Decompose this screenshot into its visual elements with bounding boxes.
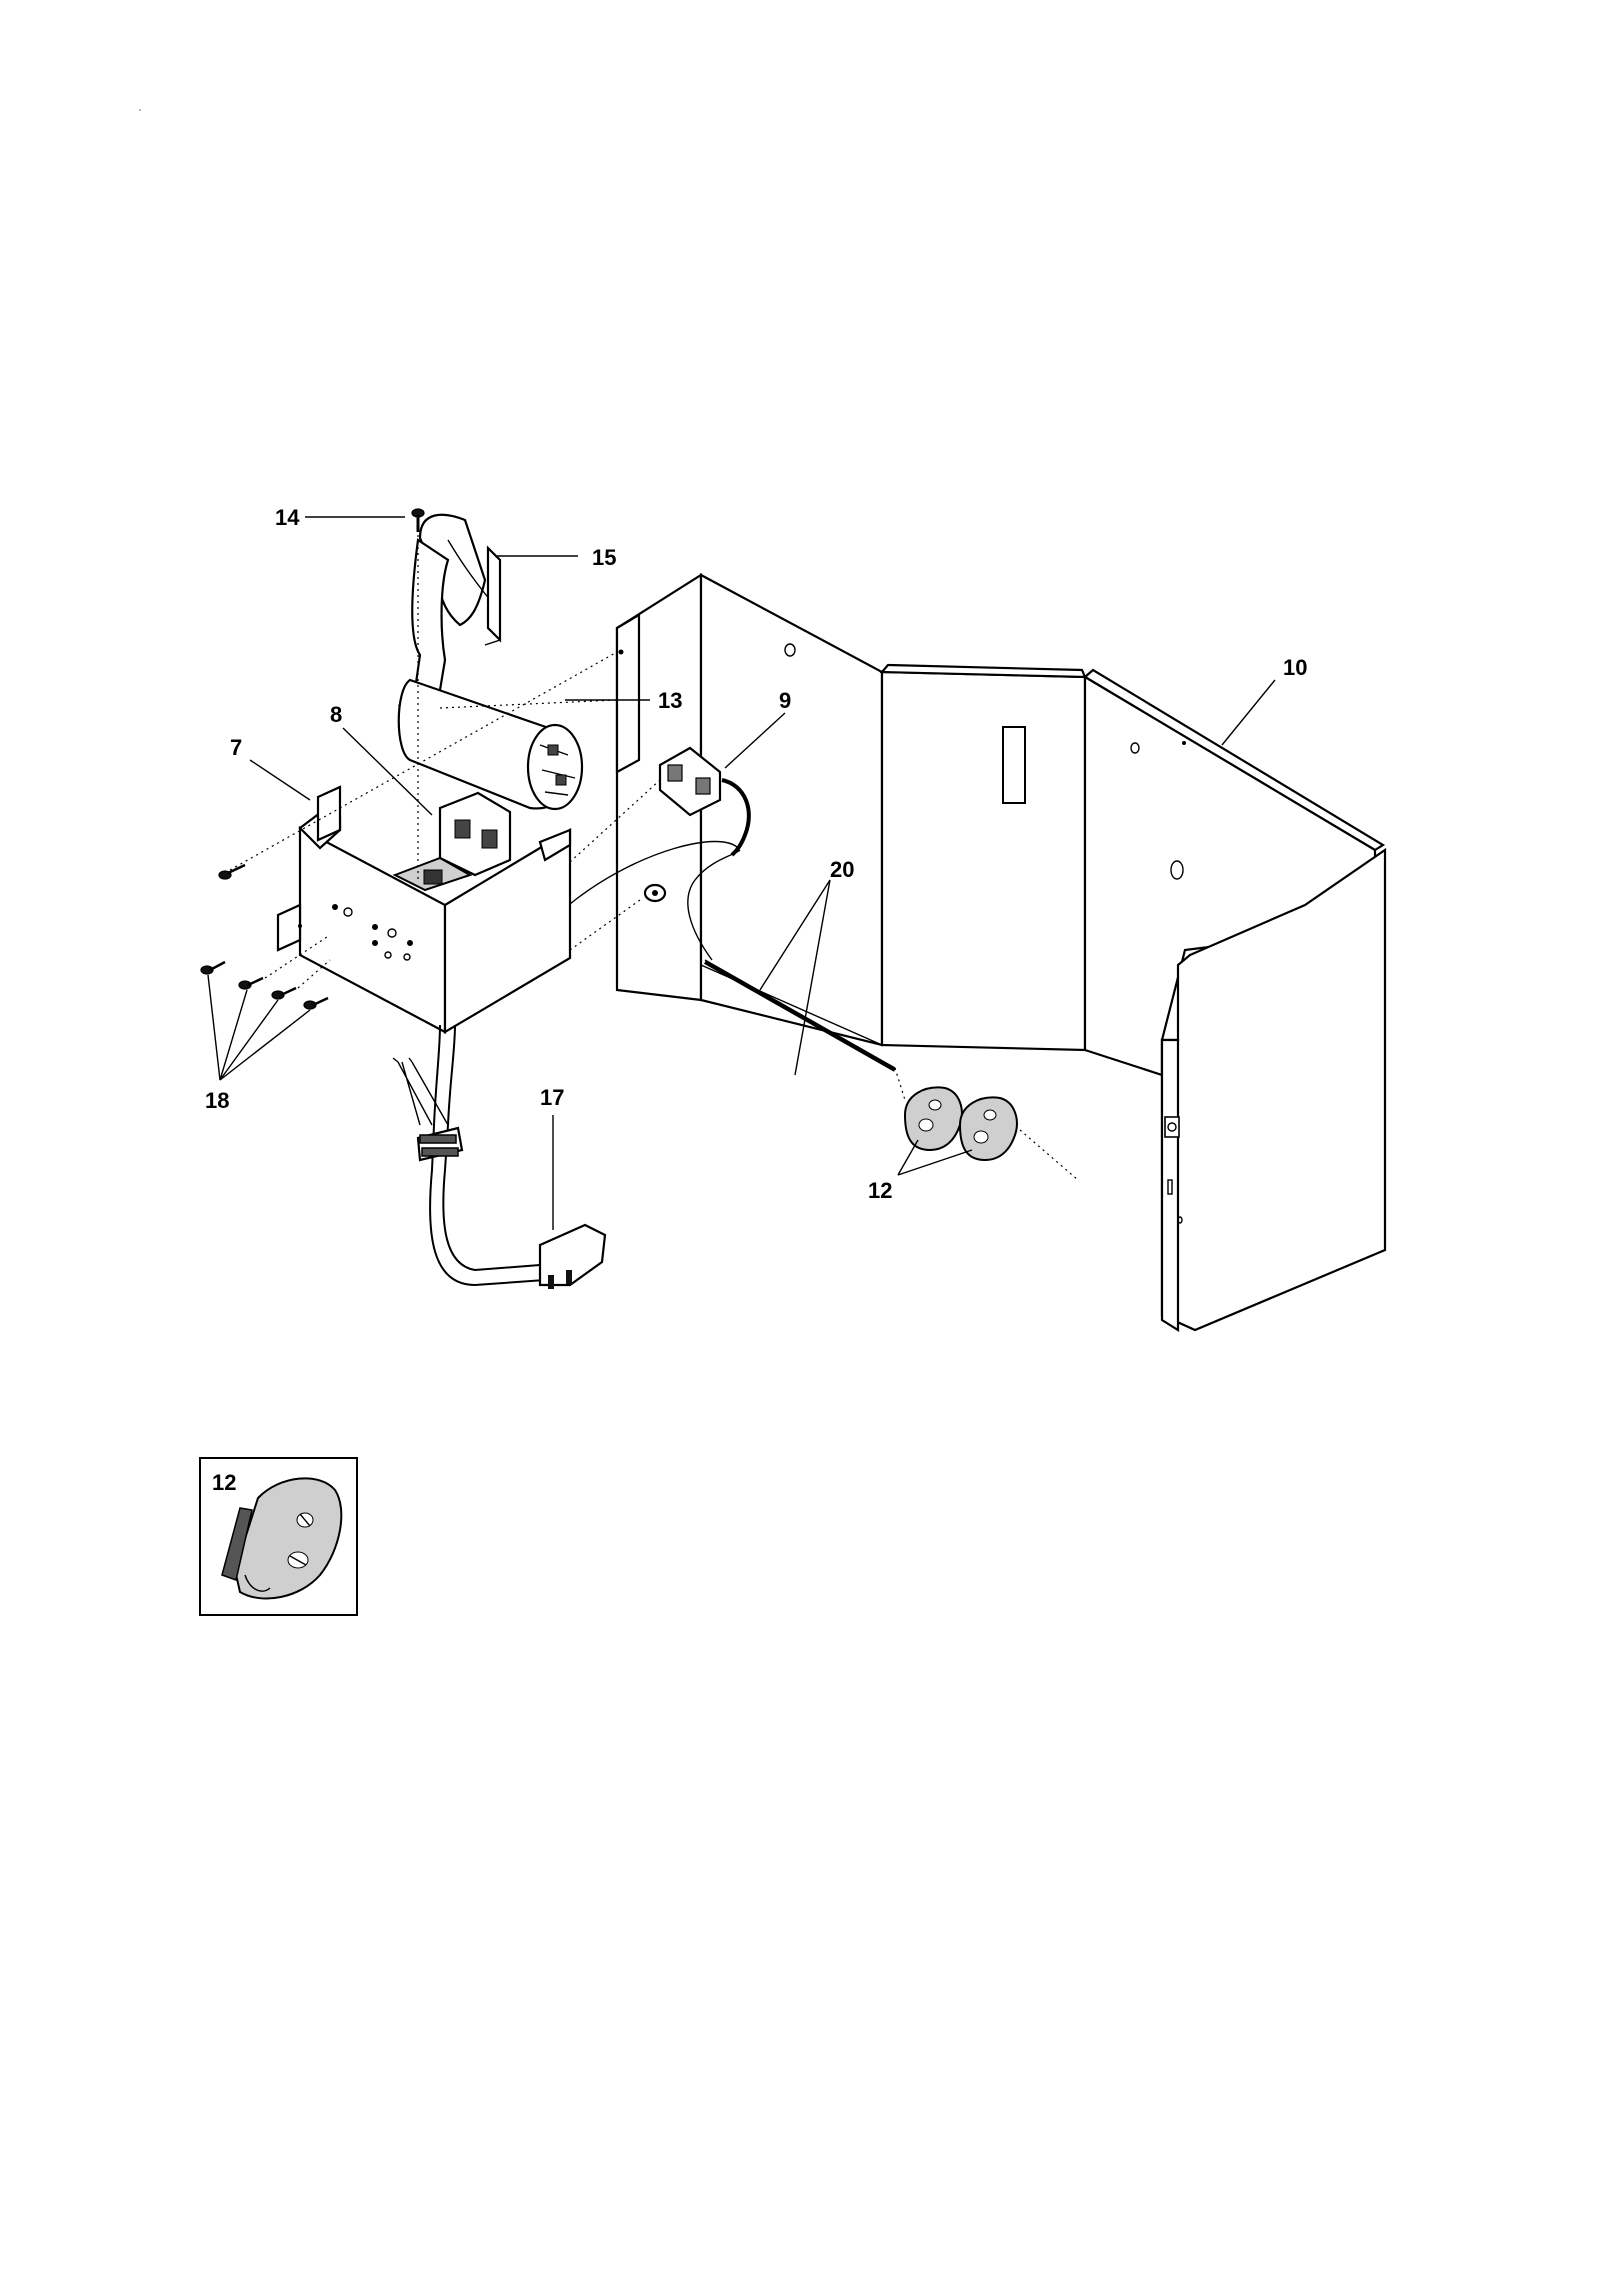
callout-14: 14 [275,505,300,530]
screw-part-14 [411,508,425,532]
callout-18: 18 [205,1088,229,1113]
ground-ring-terminal [643,883,667,903]
box-screws-part-18 [200,960,329,1010]
control-box-part-7 [276,785,572,1034]
stray-mark [139,109,141,111]
power-cord-part-17 [392,1024,607,1289]
callout-8: 8 [330,702,342,727]
cabinet-wrapper-part-10 [615,573,1387,1332]
callout-10: 10 [1283,655,1307,680]
callout-7: 7 [230,735,242,760]
callout-15: 15 [592,545,616,570]
callout-20: 20 [830,857,854,882]
box-mount-screw [218,863,246,880]
callout-12: 12 [868,1178,892,1203]
callout-13: 13 [658,688,682,713]
terminal-block-part-9 [658,746,751,857]
explode-guide-lines [229,535,661,989]
callout-labels: 14 15 13 9 10 8 7 20 18 17 12 [205,505,1307,1203]
callout-leaders [207,516,1276,1230]
inset-detail-part-12: 12 [199,1457,358,1616]
relay-switch-part-8 [392,791,512,892]
callout-9: 9 [779,688,791,713]
callout-17: 17 [540,1085,564,1110]
inset-label-12: 12 [212,1470,236,1495]
grommets-part-12 [894,1067,1079,1181]
capacitor-part-13 [397,678,584,811]
